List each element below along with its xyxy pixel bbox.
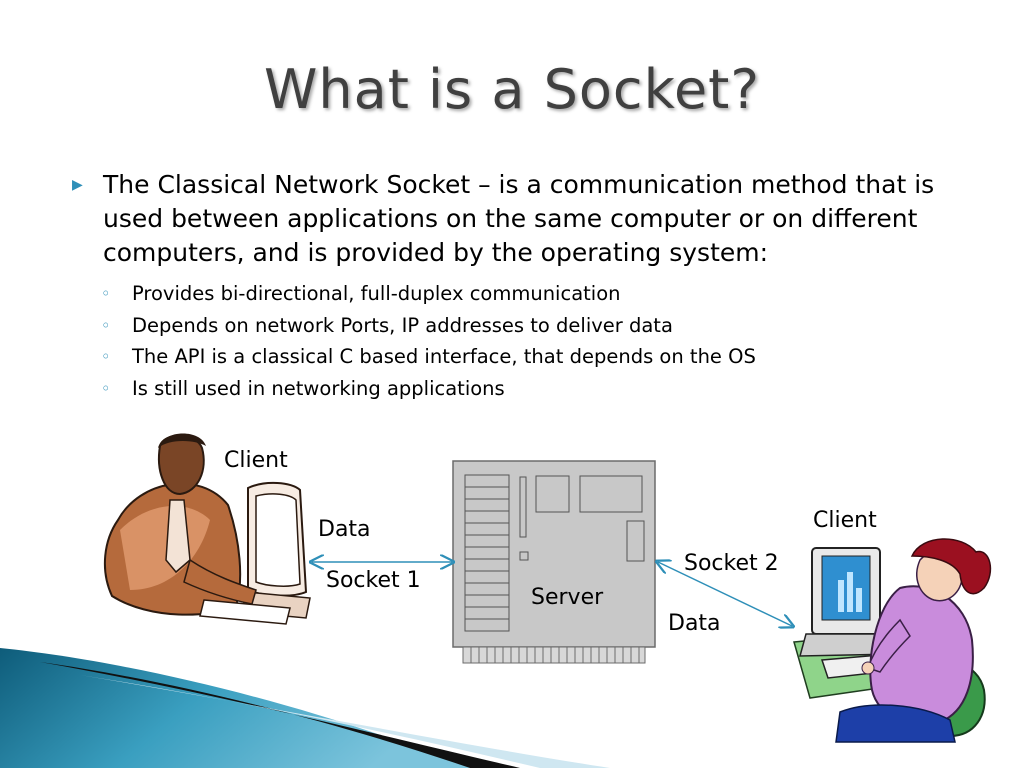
socket-1-label: Socket 1	[326, 568, 421, 593]
server-label: Server	[531, 585, 604, 610]
client-left-label: Client	[224, 448, 288, 473]
client-right-label: Client	[813, 508, 877, 533]
sub-bullet-text: Is still used in networking applications	[132, 376, 505, 400]
sub-bullet-text: Provides bi-directional, full-duplex com…	[132, 282, 621, 305]
sub-bullet: ◦ Provides bi-directional, full-duplex co…	[70, 278, 950, 310]
slide-title: What is a Socket?	[263, 58, 760, 121]
circle-bullet-icon: ◦	[101, 284, 111, 303]
circle-bullet-icon: ◦	[101, 347, 111, 366]
circle-bullet-icon: ◦	[101, 378, 111, 398]
sub-bullet-text: The API is a classical C based interface…	[132, 345, 756, 368]
main-bullet: ▶ The Classical Network Socket – is a co…	[70, 168, 950, 270]
main-bullet-text: The Classical Network Socket – is a comm…	[103, 170, 935, 267]
data-right-label: Data	[668, 611, 721, 636]
socket-2-arrow	[658, 562, 792, 626]
circle-bullet-icon: ◦	[101, 315, 111, 335]
triangle-bullet-icon: ▶	[72, 177, 83, 193]
sub-bullet: ◦ The API is a classical C based interfac…	[70, 341, 950, 373]
socket-2-label: Socket 2	[684, 551, 779, 576]
sub-bullet-text: Depends on network Ports, IP addresses t…	[132, 313, 673, 337]
bullet-list: ▶ The Classical Network Socket – is a co…	[70, 168, 950, 404]
sub-bullet: ◦ Depends on network Ports, IP addresses …	[70, 310, 950, 342]
data-left-label: Data	[318, 517, 371, 542]
sub-bullet: ◦ Is still used in networking application…	[70, 373, 950, 405]
sub-bullet-list: ◦ Provides bi-directional, full-duplex co…	[70, 278, 950, 404]
